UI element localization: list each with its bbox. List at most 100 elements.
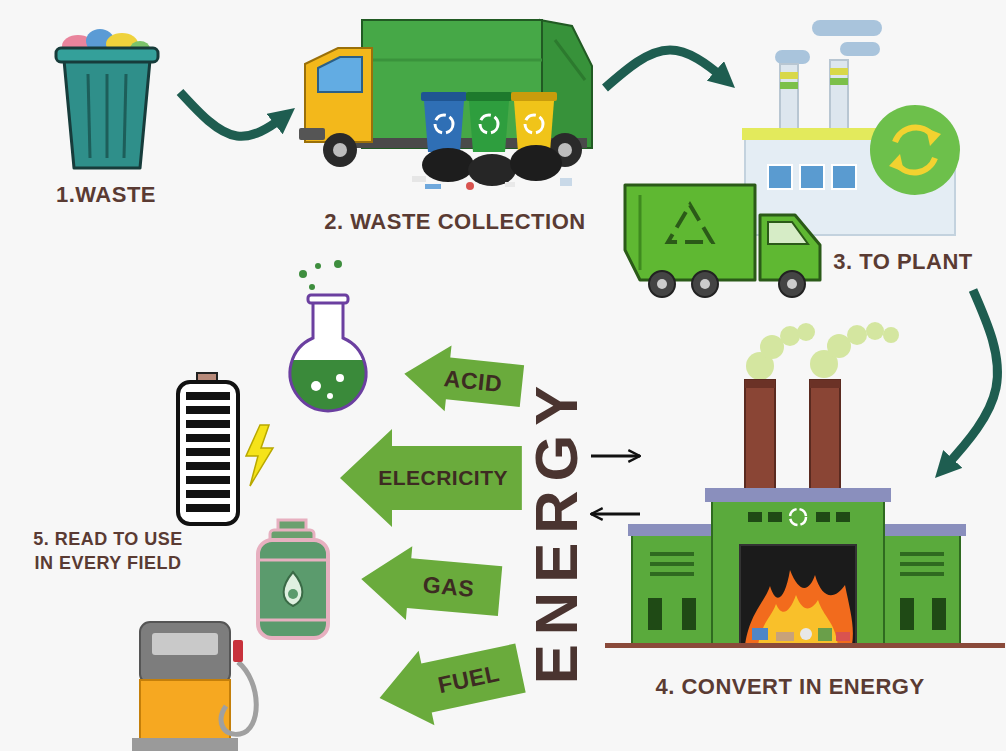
energy-factory-part xyxy=(712,500,884,645)
garbage-truck-part xyxy=(435,115,453,133)
energy-factory-part xyxy=(900,552,944,556)
energy-factory-part xyxy=(745,380,775,388)
acid-flask-icon-part xyxy=(299,270,307,278)
energy-factory-part xyxy=(648,598,662,630)
energy-factory-part xyxy=(745,570,853,645)
energy-factory-part xyxy=(810,380,840,492)
garbage-truck-part xyxy=(323,133,357,167)
recycling-plant-part xyxy=(830,60,848,134)
recycling-plant-part xyxy=(926,128,941,146)
flow-arrow xyxy=(591,513,640,516)
battery-icon xyxy=(178,373,273,524)
arrow-label: GAS xyxy=(422,571,475,602)
energy-arrow: ACID xyxy=(401,341,525,419)
garbage-truck-part xyxy=(305,48,372,142)
garbage-truck-part xyxy=(469,101,509,152)
trash-bin-icon-part xyxy=(64,60,150,168)
battery-icon-part xyxy=(186,420,230,428)
garbage-truck-part xyxy=(505,182,515,187)
stage-node: 1.WASTE xyxy=(40,25,180,215)
acid-flask-icon-part xyxy=(315,263,321,269)
recycling-plant-part xyxy=(830,78,848,85)
garbage-truck-part xyxy=(362,20,542,148)
energy-factory-part xyxy=(768,512,782,522)
energy-factory-part xyxy=(705,488,891,502)
gas-cylinder-icon xyxy=(258,520,328,638)
garbage-truck-part xyxy=(466,182,474,190)
garbage-truck-part xyxy=(480,115,498,133)
garbage-truck-part xyxy=(560,178,572,186)
garbage-truck-part xyxy=(424,101,464,152)
recycling-plant-part xyxy=(830,68,848,75)
energy-factory-part xyxy=(836,632,850,641)
garbage-truck-part xyxy=(333,143,347,157)
step-label: 3. TO PLANT xyxy=(833,249,973,274)
battery-icon-part xyxy=(186,406,230,414)
energy-factory-part xyxy=(650,572,694,576)
energy-factory-part xyxy=(884,535,960,645)
energy-factory-part xyxy=(797,323,815,341)
small-recycling-truck-part xyxy=(639,195,642,270)
recycling-plant xyxy=(742,20,960,235)
energy-factory-part xyxy=(682,598,696,630)
energy-factory-part xyxy=(748,512,762,522)
energy-factory-part xyxy=(632,535,712,645)
step-label: 5. READ TO USE IN EVERY FIELD xyxy=(33,527,183,576)
recycling-plant-part xyxy=(780,82,798,89)
fuel-pump-icon xyxy=(132,622,256,751)
energy-factory-part xyxy=(880,524,966,536)
energy-factory-part xyxy=(745,380,775,492)
energy-factory-part xyxy=(900,572,944,576)
vertical-heading: ENERGY xyxy=(527,377,587,693)
gas-cylinder-icon-part xyxy=(284,572,303,606)
small-recycling-truck-part xyxy=(625,185,755,280)
battery-icon-part xyxy=(186,490,230,498)
energy-factory-part xyxy=(605,643,1005,648)
energy-factory-part xyxy=(818,628,832,641)
fuel-pump-icon-part xyxy=(152,633,218,655)
acid-flask-icon-part xyxy=(327,393,333,399)
garbage-truck-part xyxy=(511,92,557,101)
acid-flask-icon-part xyxy=(309,284,315,290)
energy-factory-part xyxy=(932,598,946,630)
recycling-plant-part xyxy=(870,105,960,195)
gas-cylinder-icon-part xyxy=(260,559,326,562)
energy-factory-part xyxy=(776,632,794,641)
acid-flask-icon-part xyxy=(311,381,321,391)
garbage-truck-part xyxy=(466,92,512,101)
energy-factory-part xyxy=(900,562,944,566)
arrow-shape-outline xyxy=(358,542,503,628)
trash-bin-icon xyxy=(56,29,158,168)
energy-factory xyxy=(605,322,1005,648)
garbage-truck-part xyxy=(318,57,362,92)
stage-node: 3. TO PLANT xyxy=(735,12,993,290)
fuel-pump-icon-part xyxy=(221,662,256,734)
fuel-pump-icon-part xyxy=(233,640,243,662)
fuel-pump-icon-part xyxy=(140,680,230,740)
battery-icon-part xyxy=(186,476,230,484)
flow-arrow xyxy=(591,455,640,458)
acid-flask-icon-part xyxy=(336,374,344,382)
energy-factory-part xyxy=(883,327,899,343)
flow-arrow xyxy=(935,290,998,478)
energy-factory-part xyxy=(790,509,806,525)
battery-icon-part xyxy=(186,462,230,470)
garbage-truck-part xyxy=(514,101,554,152)
trash-bin-icon-part xyxy=(56,48,158,62)
arrow-label: ELECRICITY xyxy=(378,466,508,490)
garbage-truck-part xyxy=(299,128,325,140)
small-recycling-truck-part xyxy=(649,271,675,297)
flow-arrow xyxy=(180,92,295,136)
recycling-plant-part xyxy=(889,154,904,172)
battery-icon-part xyxy=(246,425,273,486)
stage-node: 2. WASTE COLLECTION xyxy=(295,8,605,240)
energy-arrow: FUEL xyxy=(372,631,529,735)
energy-arrow: GAS xyxy=(358,542,503,628)
arrow-shape-outline xyxy=(372,631,529,735)
garbage-truck-part xyxy=(525,115,543,133)
acid-flask-icon-part xyxy=(308,295,348,303)
battery-icon-part xyxy=(186,434,230,442)
small-recycling-truck xyxy=(625,185,820,297)
recycling-plant-part xyxy=(800,165,824,189)
